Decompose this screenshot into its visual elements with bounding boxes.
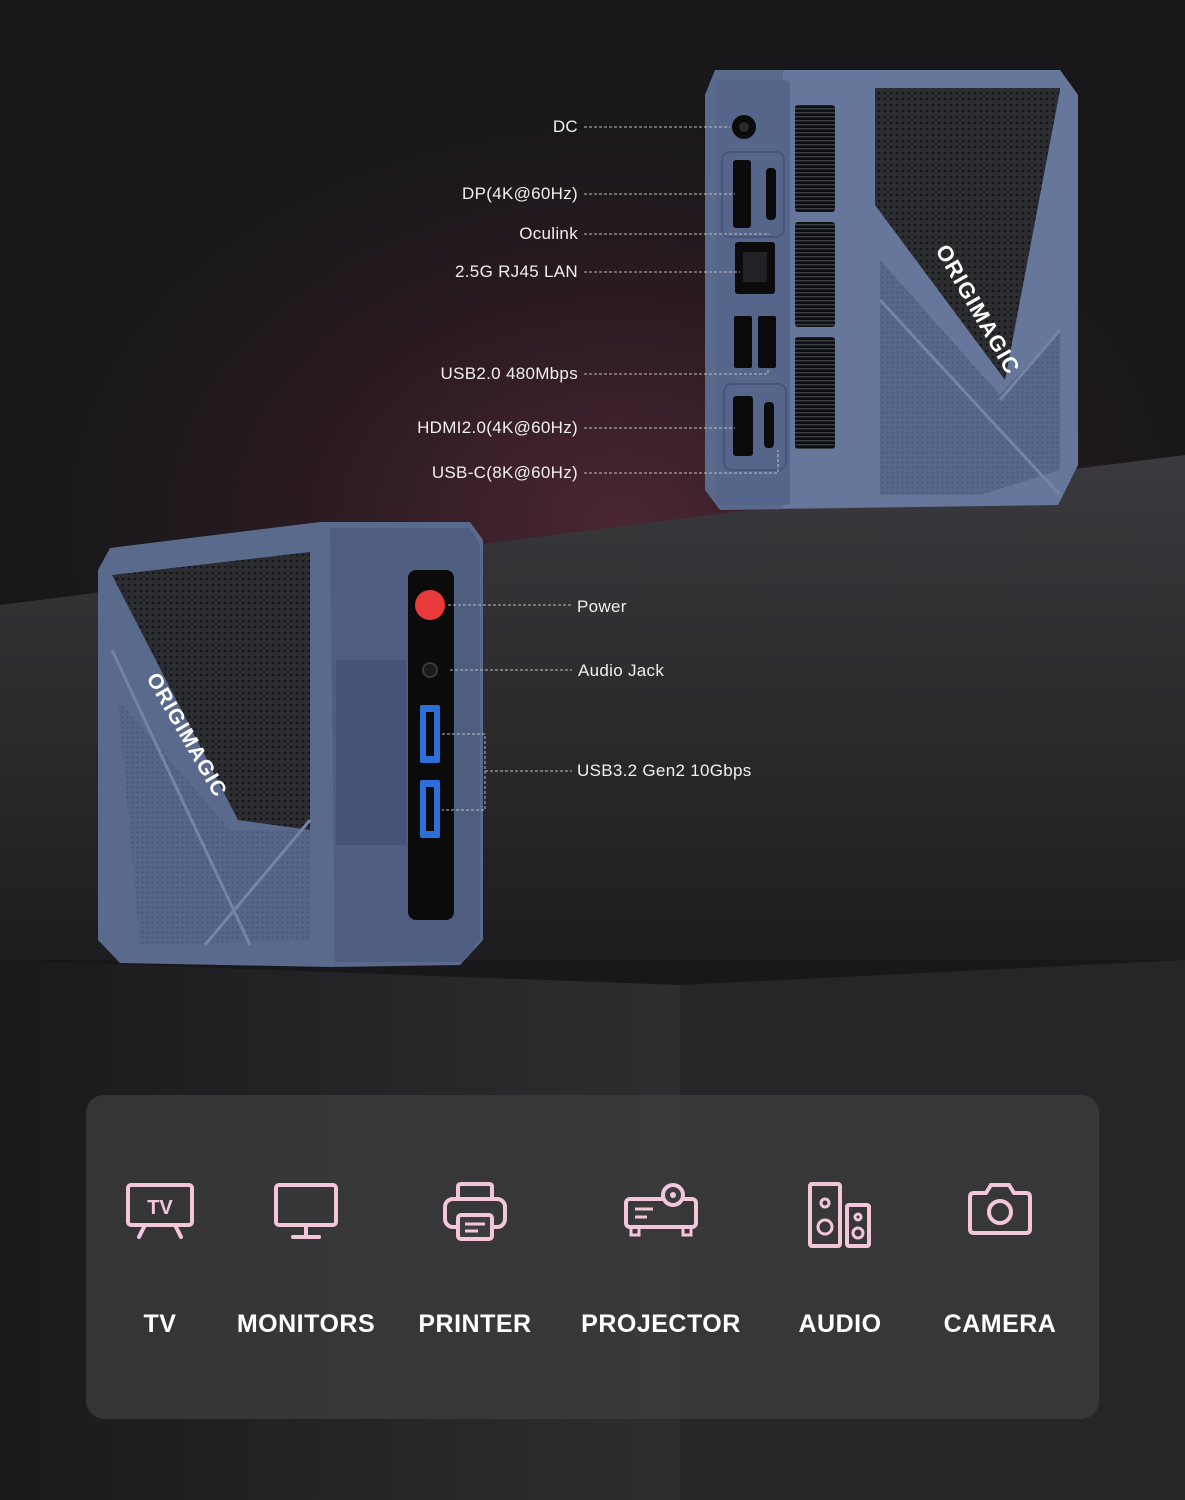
printer-icon <box>443 1182 507 1241</box>
port-label-power: Power <box>577 597 627 616</box>
port-label-hdmi: HDMI2.0(4K@60Hz) <box>417 418 578 437</box>
device-name: TV <box>143 1310 177 1338</box>
rear-device: ORIGIMAGIC <box>705 70 1078 510</box>
tv-icon-text: TV <box>147 1197 173 1219</box>
device-camera: CAMERA <box>920 1095 1080 1419</box>
tv-icon: TV <box>126 1183 194 1239</box>
monitor-icon <box>274 1183 338 1239</box>
port-label-usb2: USB2.0 480Mbps <box>440 364 578 383</box>
port-label-oculink: Oculink <box>519 224 578 243</box>
port-label-audio-jack: Audio Jack <box>578 661 665 680</box>
device-printer: PRINTER <box>395 1095 555 1419</box>
device-name: PROJECTOR <box>581 1310 741 1338</box>
port-label-dp: DP(4K@60Hz) <box>462 184 578 203</box>
device-projector: PROJECTOR <box>581 1095 741 1419</box>
port-label-dc: DC <box>552 117 578 136</box>
port-label-usb32: USB3.2 Gen2 10Gbps <box>577 761 752 780</box>
port-label-lan: 2.5G RJ45 LAN <box>455 262 578 281</box>
device-name: CAMERA <box>943 1310 1057 1338</box>
device-tv: TV TV <box>80 1095 240 1419</box>
speaker-icon <box>808 1182 871 1248</box>
device-audio: AUDIO <box>760 1095 920 1419</box>
device-name: AUDIO <box>798 1310 882 1338</box>
port-label-usbc: USB-C(8K@60Hz) <box>431 463 578 482</box>
camera-icon <box>968 1183 1032 1235</box>
power-button-graphic <box>415 590 445 620</box>
device-monitors: MONITORS <box>226 1095 386 1419</box>
device-name: MONITORS <box>236 1310 376 1338</box>
projector-icon <box>624 1183 698 1237</box>
compatible-devices-panel: TV TV MONITORS PRINTER <box>86 1095 1099 1419</box>
device-name: PRINTER <box>418 1310 532 1338</box>
front-device: ORIGIMAGIC <box>98 522 483 967</box>
